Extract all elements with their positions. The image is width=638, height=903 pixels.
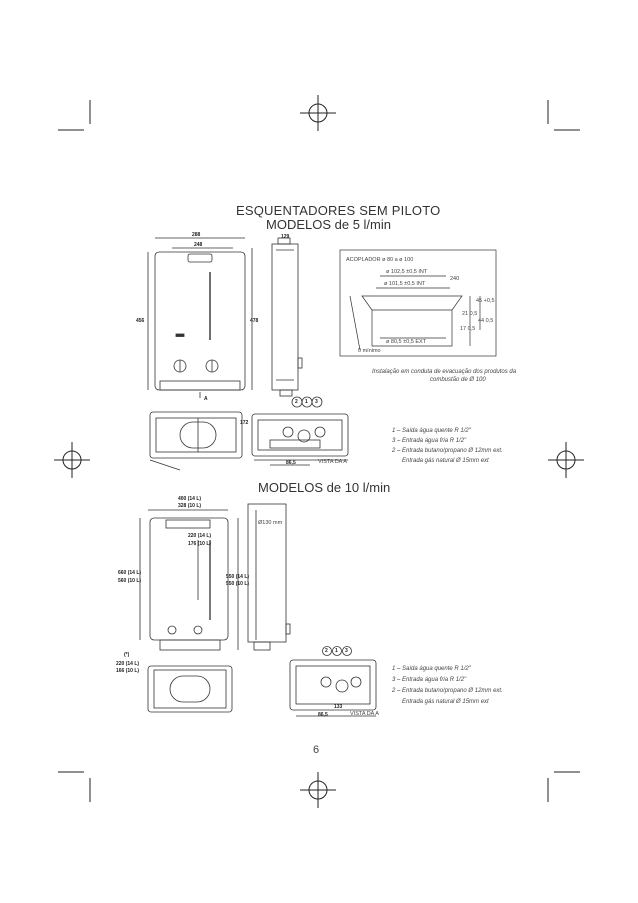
m5-legend-1: 1 – Saída água quente R 1/2": [392, 428, 471, 434]
m10-inner-dim-2: 176 (10 L): [188, 541, 212, 547]
m5-legend-4: Entrada gás natural Ø 15mm ext: [402, 458, 489, 464]
flue-title: ACOPLADOR ø 80 a ø 100: [346, 257, 414, 263]
m10-circle-1: 1: [335, 648, 338, 654]
m10-legend-1: 1 – Saída água quente R 1/2": [392, 666, 471, 672]
m10-bottom-dim-1: 86,5: [318, 712, 328, 718]
flue-dim-4: 17 0,5: [460, 326, 476, 332]
section-title-10: MODELOS de 10 l/min: [258, 480, 391, 495]
m10-flue-dim: Ø130 mm: [258, 520, 283, 526]
flue-note-2: combustão de Ø 100: [430, 377, 486, 383]
m5-dim-left: 456: [136, 318, 145, 324]
m10-left-dim-1: 660 (14 L): [118, 570, 142, 576]
m5-circle-3: 3: [315, 399, 318, 405]
m5-dim-top-2: 248: [194, 242, 203, 248]
m10-note-mark: (*): [124, 652, 130, 658]
m10-bottom-left-2: 166 (10 L): [116, 668, 140, 674]
m10-bottom-dim-2: 133: [334, 704, 343, 710]
flue-dim-1: 45 +0,5: [476, 298, 495, 304]
m10-circle-2: 2: [325, 648, 328, 654]
m5-view-label: A: [204, 396, 208, 402]
m5-dim-top-1: 288: [192, 232, 201, 238]
m5-bottom-view: VISTA DA A: [318, 459, 347, 465]
m10-legend-2: 3 – Entrada água fria R 1/2": [392, 677, 467, 683]
m5-dim-side: 129: [281, 234, 290, 240]
flue-d3: ø 80,5 ±0,5 EXT: [386, 339, 427, 345]
flue-d1: ø 102,5 ±0,5 INT: [386, 269, 428, 275]
flue-d2: ø 101,5 ±0,5 INT: [384, 281, 426, 287]
m5-bottom-dim-2: 86,5: [286, 460, 296, 466]
m10-right-dim-1: 550 (14 L): [226, 574, 250, 580]
m5-dim-right: 478: [250, 318, 259, 324]
m10-view-label: VISTA DA A: [350, 711, 379, 717]
m10-left-dim-2: 560 (10 L): [118, 578, 142, 584]
m10-bottom-left-1: 220 (14 L): [116, 661, 140, 667]
flue-min-note: 0 mínimo: [358, 348, 381, 354]
m10-top-dim-2: 328 (10 L): [178, 503, 202, 509]
m10-right-dim-2: 550 (10 L): [226, 581, 250, 587]
m10-legend-4: Entrada gás natural Ø 15mm ext: [402, 699, 489, 705]
m5-legend-3: 2 – Entrada butano/propano Ø 12mm ext.: [392, 448, 503, 454]
flue-dim-2: 21 0,5: [462, 311, 478, 317]
page-title: ESQUENTADORES SEM PILOTO: [236, 203, 441, 218]
m10-inner-dim-1: 220 (14 L): [188, 533, 212, 539]
m10-top-dim-1: 400 (14 L): [178, 496, 202, 502]
flue-dim-3: 44 0,5: [478, 318, 494, 324]
page-subtitle: MODELOS de 5 l/min: [266, 217, 391, 232]
flue-note-1: Instalação em conduta de evacuação dos p…: [372, 369, 517, 375]
m10-legend-3: 2 – Entrada butano/propano Ø 12mm ext.: [392, 688, 503, 694]
m10-circle-3: 3: [345, 648, 348, 654]
m5-bottom-dim-1: 172: [240, 420, 249, 426]
m5-circle-2: 2: [295, 399, 298, 405]
page-number: 6: [313, 744, 320, 756]
m5-circle-1: 1: [305, 399, 308, 405]
m5-legend-2: 3 – Entrada água fria R 1/2": [392, 438, 467, 444]
flue-angle: 240: [450, 276, 460, 282]
